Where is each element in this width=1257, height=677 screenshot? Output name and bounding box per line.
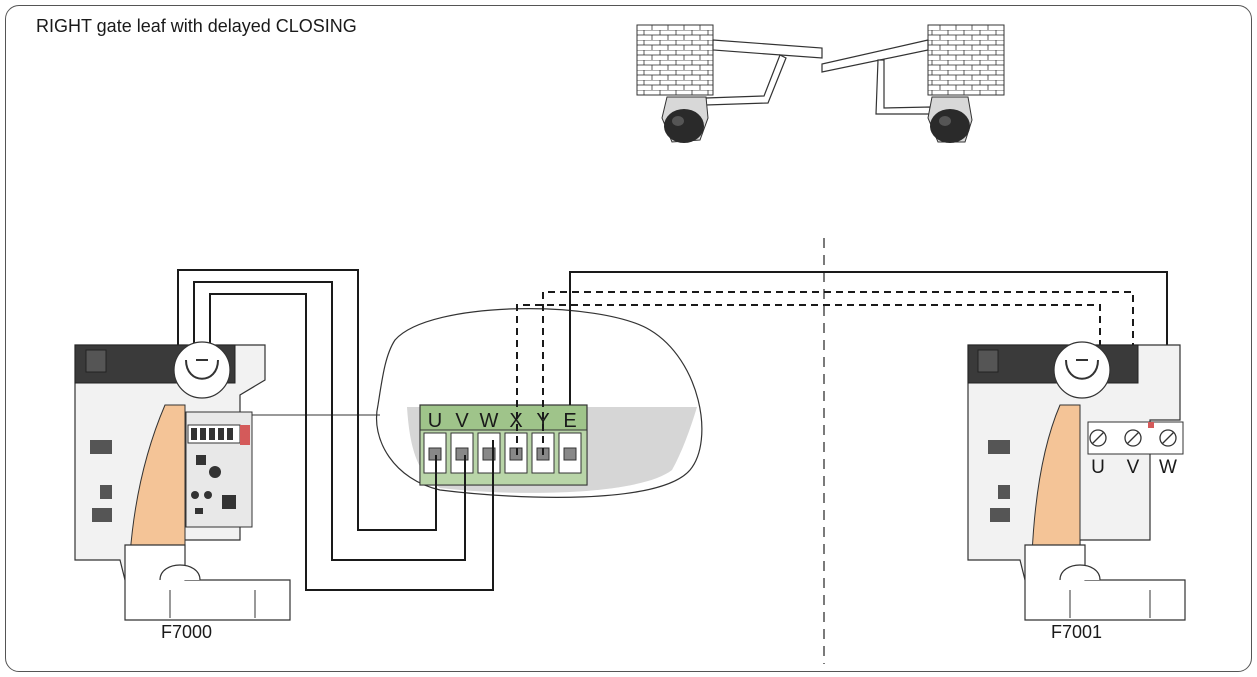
wire-v: [193, 281, 466, 561]
right-pillar-brick-wall-icon: [927, 24, 1005, 96]
terminal-screw-e: [563, 447, 577, 461]
wire-y: [542, 291, 1134, 455]
terminal-label-y: Y: [536, 410, 549, 432]
motor-terminal-label-w: W: [1159, 457, 1177, 478]
wire-e: [569, 271, 1168, 405]
terminal-label-v: V: [455, 410, 469, 432]
terminal-label-u: U: [428, 410, 442, 432]
wire-u: [177, 269, 437, 531]
diagram-title: RIGHT gate leaf with delayed CLOSING: [36, 16, 357, 36]
left-arm: [705, 54, 787, 106]
terminal-label-e: E: [563, 410, 576, 432]
right-top-motor-icon: [927, 96, 973, 143]
model-label-right: F7001: [1051, 622, 1103, 642]
wires: [177, 269, 1168, 591]
right-arm: [875, 59, 931, 115]
gate-top-view: [636, 24, 1005, 143]
motor-terminal-label-u: U: [1091, 457, 1105, 478]
left-top-motor-icon: [661, 96, 709, 143]
terminal-label-x: X: [509, 410, 522, 432]
terminal-screws: [1089, 429, 1177, 447]
model-label-left: F7000: [161, 622, 213, 642]
motor-f7000: [74, 341, 291, 621]
motor-terminal-label-v: V: [1127, 457, 1140, 478]
right-gate-leaf-icon: [821, 39, 929, 73]
left-pillar-brick-wall-icon: [636, 24, 714, 96]
dashed-wires: [516, 291, 1134, 455]
terminal-label-w: W: [480, 410, 499, 432]
wire-w: [209, 293, 494, 591]
diagram-frame: [5, 5, 1252, 672]
left-gate-leaf-icon: [712, 39, 823, 59]
wire-x: [516, 304, 1101, 455]
terminal-screw-v: [455, 447, 469, 461]
